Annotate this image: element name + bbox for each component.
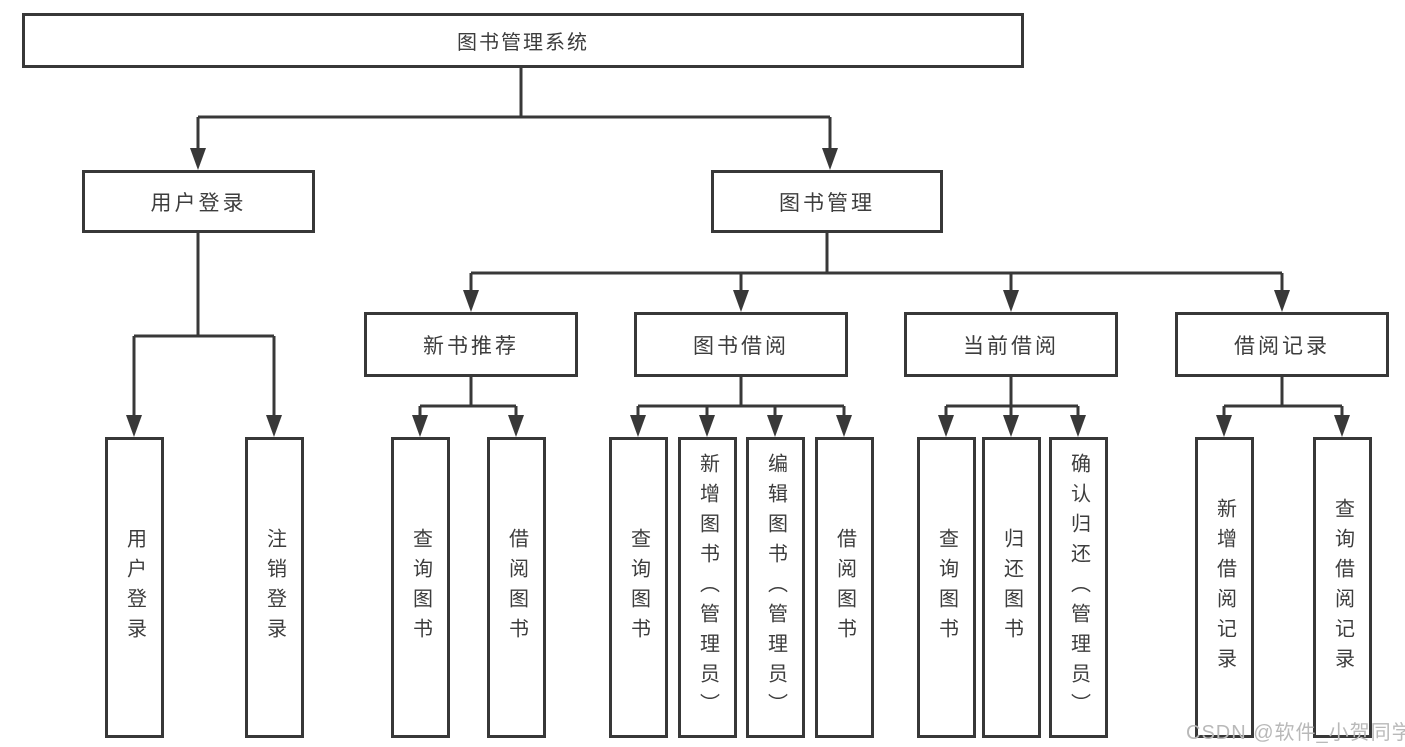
node-book-borrowing: 图书借阅 xyxy=(634,312,848,377)
leaf-query-borrow-record: 查询借阅记录 xyxy=(1313,437,1372,738)
arrowheads xyxy=(126,148,1350,437)
node-borrow-records: 借阅记录 xyxy=(1175,312,1389,377)
leaf-edit-books-admin: 编辑图书（管理员） xyxy=(746,437,805,738)
leaf-recommend-query-books: 查询图书 xyxy=(391,437,450,738)
leaf-logout: 注销登录 xyxy=(245,437,304,738)
leaf-add-books-admin: 新增图书（管理员） xyxy=(678,437,737,738)
leaf-return-books: 归还图书 xyxy=(982,437,1041,738)
leaf-confirm-return-admin: 确认归还（管理员） xyxy=(1049,437,1108,738)
node-library-system: 图书管理系统 xyxy=(22,13,1024,68)
node-book-management: 图书管理 xyxy=(711,170,943,233)
leaf-current-query-books: 查询图书 xyxy=(917,437,976,738)
leaf-recommend-borrow-books: 借阅图书 xyxy=(487,437,546,738)
leaf-borrowing-query-books: 查询图书 xyxy=(609,437,668,738)
leaf-add-borrow-record: 新增借阅记录 xyxy=(1195,437,1254,738)
watermark: CSDN @软件_小贺同学 xyxy=(1186,722,1405,744)
leaf-user-login: 用户登录 xyxy=(105,437,164,738)
node-new-book-recommend: 新书推荐 xyxy=(364,312,578,377)
leaf-borrowing-borrow-books: 借阅图书 xyxy=(815,437,874,738)
node-current-borrowing: 当前借阅 xyxy=(904,312,1118,377)
node-user-login: 用户登录 xyxy=(82,170,315,233)
